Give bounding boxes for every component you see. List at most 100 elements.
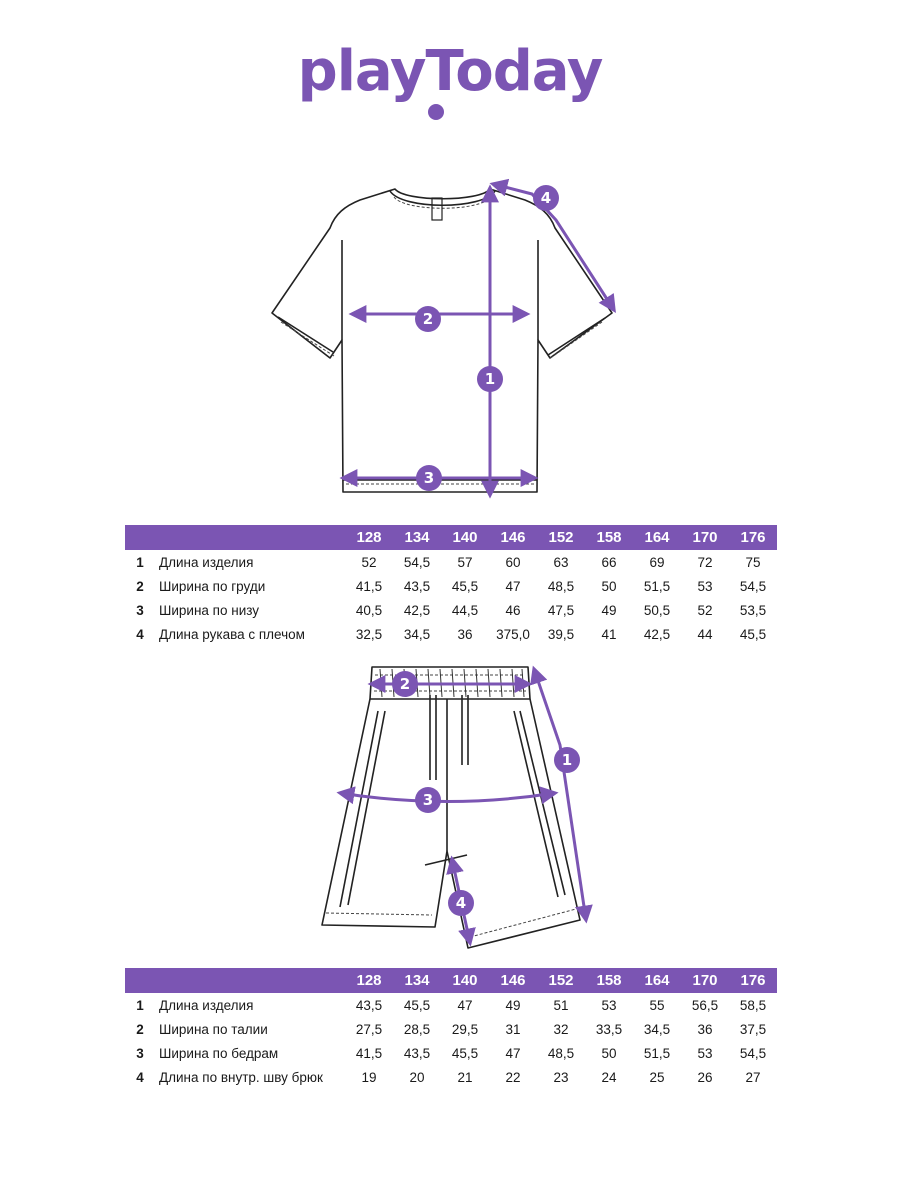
cell-value: 32,5 (355, 626, 383, 642)
svg-text:1: 1 (485, 370, 495, 388)
svg-text:3: 3 (423, 791, 433, 809)
row-number: 2 (136, 578, 144, 594)
cell-value: 45,5 (403, 997, 431, 1013)
cell-value: 33,5 (595, 1021, 623, 1037)
neck-label (431, 197, 443, 221)
shorts-size-table: 128 134 140 146 152 158 164 170 176 1 Дл… (125, 968, 777, 1089)
cell-value: 22 (505, 1069, 521, 1085)
marker-4: 4 (448, 890, 474, 916)
cell-value: 50 (601, 578, 617, 594)
marker-1: 1 (554, 747, 580, 773)
cell-value: 66 (601, 554, 617, 570)
cell-value: 28,5 (403, 1021, 431, 1037)
logo-dot (428, 104, 444, 120)
cell-value: 50,5 (643, 602, 671, 618)
cell-value: 44 (697, 626, 713, 642)
cell-value: 51,5 (643, 1045, 671, 1061)
cell-value: 41,5 (355, 578, 383, 594)
cell-value: 27 (745, 1069, 761, 1085)
shorts-diagram: 1 2 3 4 (0, 655, 900, 955)
cell-value: 27,5 (355, 1021, 383, 1037)
row-label: Длина изделия (159, 997, 254, 1013)
svg-text:2: 2 (423, 310, 433, 328)
cell-value: 41 (601, 626, 617, 642)
tshirt-size-table: 128 134 140 146 152 158 164 170 176 1 Дл… (125, 525, 777, 646)
tshirt-diagram: 1 2 3 4 (0, 170, 900, 510)
cell-value: 53,5 (739, 602, 767, 618)
cell-value: 47 (457, 997, 473, 1013)
cell-value: 36 (457, 626, 473, 642)
size-header: 146 (489, 968, 537, 993)
svg-text:4: 4 (541, 189, 551, 207)
cell-value: 69 (649, 554, 665, 570)
brand-logo: playToday (297, 39, 604, 104)
shorts-drawing: 1 2 3 4 (321, 665, 593, 949)
cell-value: 34,5 (403, 626, 431, 642)
cell-value: 24 (601, 1069, 617, 1085)
cell-value: 41,5 (355, 1045, 383, 1061)
row-label: Длина рукава с плечом (159, 626, 305, 642)
cell-value: 72 (697, 554, 713, 570)
cell-value: 23 (553, 1069, 569, 1085)
cell-value: 58,5 (739, 997, 767, 1013)
marker-2: 2 (392, 671, 418, 697)
cell-value: 75 (745, 554, 761, 570)
size-header: 164 (633, 968, 681, 993)
cell-value: 29,5 (451, 1021, 479, 1037)
table-row: 3 Ширина по низу 40,5 42,5 44,5 46 47,5 … (125, 598, 777, 622)
cell-value: 63 (553, 554, 569, 570)
size-header: 140 (441, 968, 489, 993)
cell-value: 45,5 (739, 626, 767, 642)
cell-value: 53 (697, 578, 713, 594)
row-label: Длина изделия (159, 554, 254, 570)
row-label: Длина по внутр. шву брюк (159, 1069, 323, 1085)
cell-value: 21 (457, 1069, 473, 1085)
cell-value: 54,5 (403, 554, 431, 570)
cell-value: 43,5 (355, 997, 383, 1013)
cell-value: 48,5 (547, 578, 575, 594)
cell-value: 56,5 (691, 997, 719, 1013)
cell-value: 45,5 (451, 578, 479, 594)
row-number: 3 (136, 1045, 144, 1061)
cell-value: 47 (505, 578, 521, 594)
cell-value: 34,5 (643, 1021, 671, 1037)
tshirt-drawing: 1 2 3 4 (271, 178, 616, 499)
cell-value: 60 (505, 554, 521, 570)
row-number: 1 (136, 554, 144, 570)
cell-value: 53 (697, 1045, 713, 1061)
cell-value: 54,5 (739, 578, 767, 594)
cell-value: 52 (361, 554, 377, 570)
cell-value: 25 (649, 1069, 665, 1085)
cell-value: 36 (697, 1021, 713, 1037)
marker-3: 3 (416, 465, 442, 491)
row-label: Ширина по талии (159, 1021, 268, 1037)
cell-value: 55 (649, 997, 665, 1013)
size-header: 128 (345, 525, 393, 550)
row-label: Ширина по бедрам (159, 1045, 279, 1061)
size-header: 152 (537, 968, 585, 993)
cell-value: 26 (697, 1069, 713, 1085)
table-row: 4 Длина рукава с плечом 32,5 34,5 36 375… (125, 622, 777, 646)
cell-value: 375,0 (496, 626, 530, 642)
cell-value: 43,5 (403, 578, 431, 594)
row-label: Ширина по груди (159, 578, 266, 594)
cell-value: 50 (601, 1045, 617, 1061)
cell-value: 49 (505, 997, 521, 1013)
table-row: 2 Ширина по груди 41,5 43,5 45,5 47 48,5… (125, 574, 777, 598)
row-number: 4 (136, 1069, 144, 1085)
svg-text:4: 4 (456, 894, 466, 912)
row-number: 3 (136, 602, 144, 618)
marker-4: 4 (533, 185, 559, 211)
size-header: 128 (345, 968, 393, 993)
shorts-length-line (530, 665, 593, 924)
marker-1: 1 (477, 366, 503, 392)
cell-value: 37,5 (739, 1021, 767, 1037)
size-header: 158 (585, 968, 633, 993)
svg-text:2: 2 (400, 675, 410, 693)
row-number: 2 (136, 1021, 144, 1037)
cell-value: 19 (361, 1069, 377, 1085)
row-number: 4 (136, 626, 144, 642)
size-header: 158 (585, 525, 633, 550)
table-row: 3 Ширина по бедрам 41,5 43,5 45,5 47 48,… (125, 1041, 777, 1065)
row-label: Ширина по низу (159, 602, 260, 618)
